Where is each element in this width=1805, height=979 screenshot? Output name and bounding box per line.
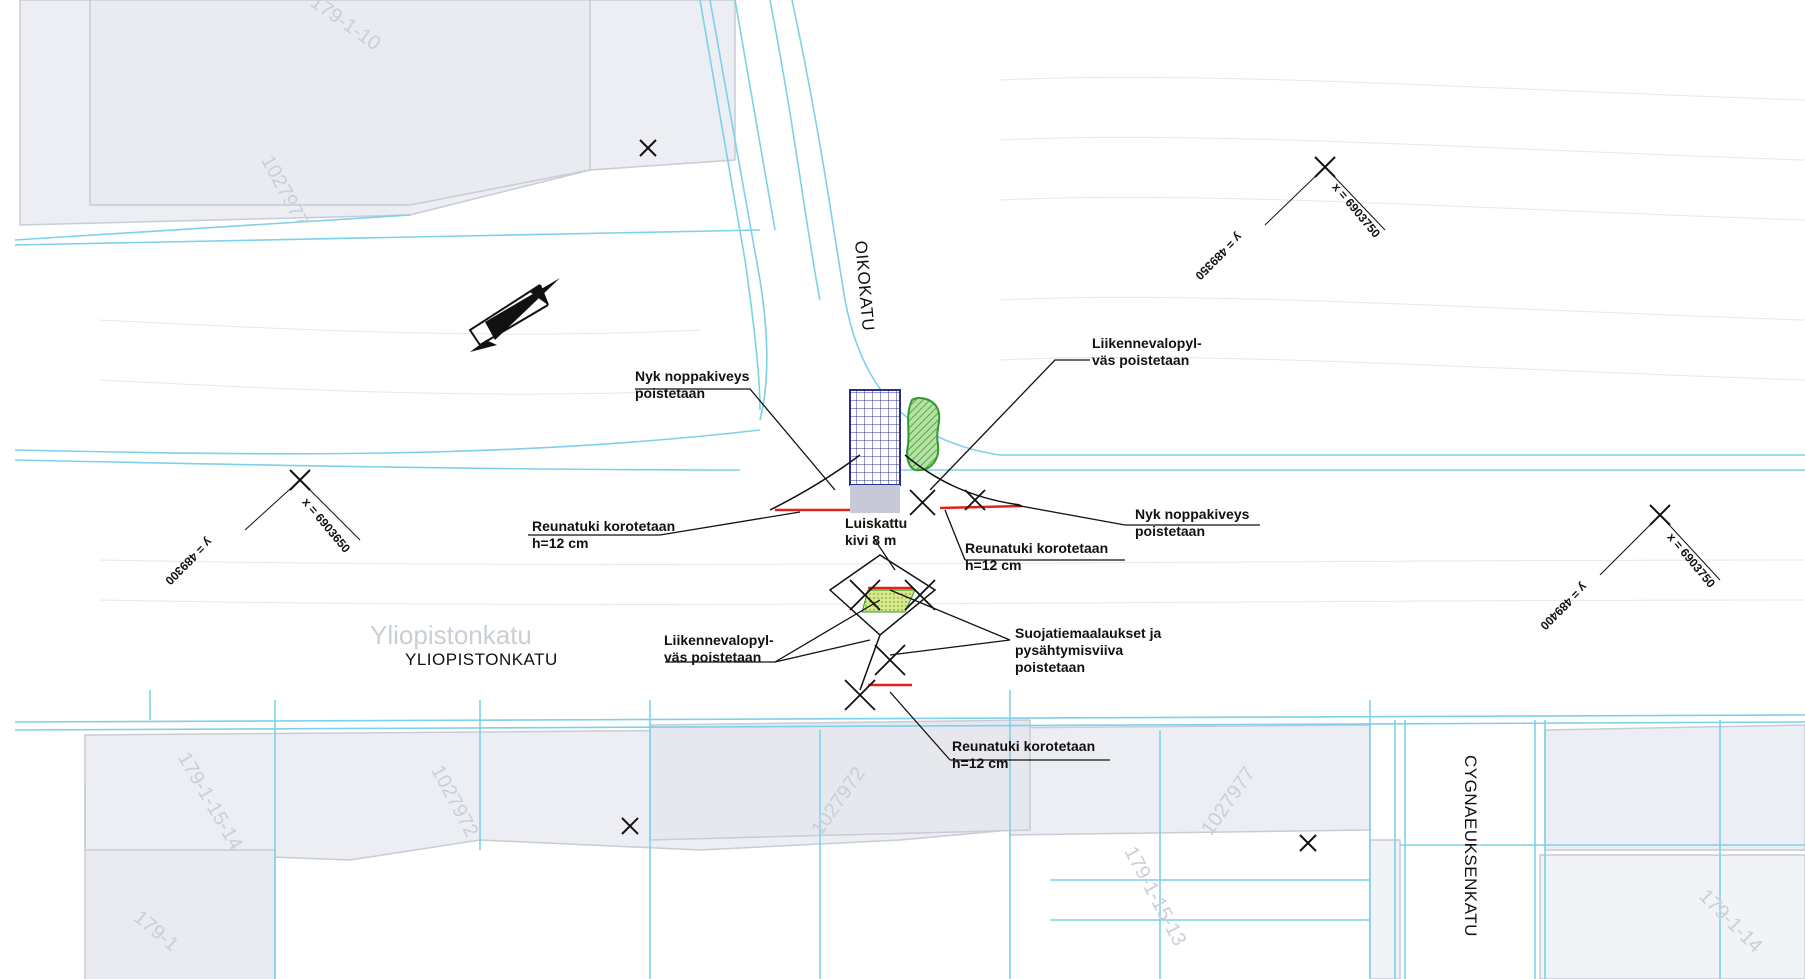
annotation-line: h=12 cm (952, 755, 1009, 771)
ghost-lines (99, 76, 1805, 605)
annotation-line: Nyk noppakiveys (1135, 506, 1250, 522)
annotation-luiskattu: Luiskattu kivi 8 m (845, 515, 907, 549)
annotation-line: poistetaan (635, 385, 706, 401)
removed-marks (844, 489, 986, 711)
annotation-line: väs poistetaan (664, 649, 762, 665)
annotation-line: poistetaan (1015, 659, 1086, 675)
annotation-line: Reunatuki korotetaan (965, 540, 1109, 556)
street-lines (14, 0, 1805, 979)
leader-lines (528, 359, 1260, 761)
buildings (19, 0, 1805, 979)
annotation-line: Reunatuki korotetaan (952, 738, 1096, 754)
annotation-line: Reunatuki korotetaan (532, 518, 676, 534)
annotation-nyk-noppakiveys-2: Nyk noppakiveys poistetaan (1135, 506, 1249, 540)
annotation-reunatuki-1: Reunatuki korotetaan h=12 cm (532, 518, 675, 552)
annotation-line: h=12 cm (965, 557, 1022, 573)
annotation-nyk-noppakiveys-1: Nyk noppakiveys poistetaan (635, 368, 749, 402)
annotation-line: poistetaan (1135, 523, 1206, 539)
coordinate-arms (244, 166, 1721, 581)
annotation-reunatuki-3: Reunatuki korotetaan h=12 cm (952, 738, 1095, 772)
annotation-line: Liikennevalopyl- (664, 632, 774, 648)
street-name-yliopistonkatu: YLIOPISTONKATU (405, 650, 558, 669)
annotation-line: väs poistetaan (1092, 352, 1190, 368)
annotation-reunatuki-2: Reunatuki korotetaan h=12 cm (965, 540, 1108, 574)
parcel-label: Yliopistonkatu (370, 620, 532, 650)
annotation-liikennevalopylvas-1: Liikennevalopyl- väs poistetaan (1092, 335, 1202, 369)
annotation-line: Liikennevalopyl- (1092, 335, 1202, 351)
paving-area (849, 389, 901, 486)
annotation-line: Nyk noppakiveys (635, 368, 750, 384)
paving-area-grey (850, 485, 900, 513)
north-arrow-icon (468, 278, 560, 352)
annotation-line: pysähtymisviiva (1015, 642, 1124, 658)
annotation-line: Suojatiemaalaukset ja (1015, 625, 1162, 641)
green-area (906, 397, 941, 472)
annotation-line: kivi 8 m (845, 532, 897, 548)
annotation-line: Luiskattu (845, 515, 908, 531)
annotation-suojatiemerkinnat: Suojatiemaalaukset ja pysähtymisviiva po… (1015, 625, 1161, 676)
street-name-cygnaeuksenkatu: CYGNAEUKSENKATU (1461, 755, 1480, 937)
curb-wedge (769, 454, 1021, 691)
annotation-line: h=12 cm (532, 535, 589, 551)
annotation-liikennevalopylvas-2: Liikennevalopyl- väs poistetaan (664, 632, 774, 666)
